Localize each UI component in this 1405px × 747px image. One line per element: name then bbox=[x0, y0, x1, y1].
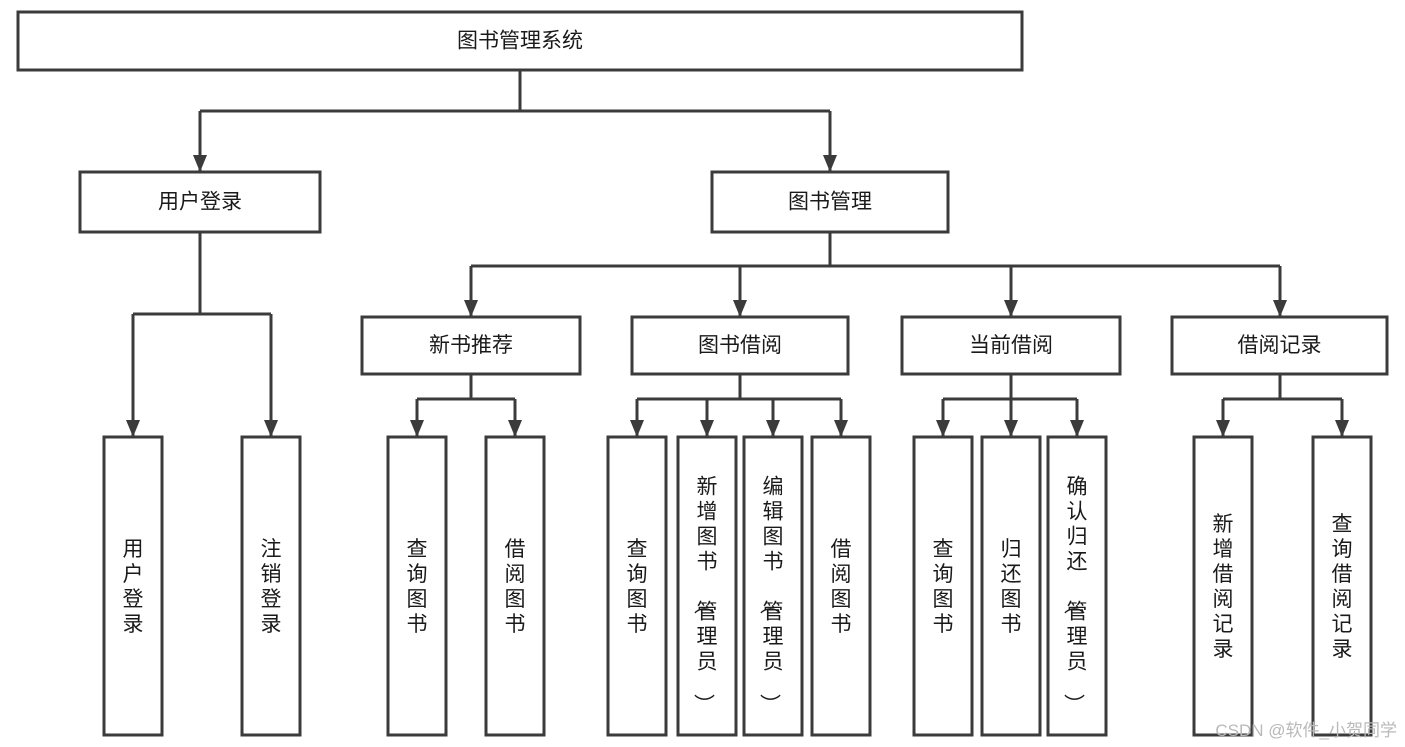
node-box bbox=[1192, 435, 1254, 737]
edge-arrow-icon bbox=[1273, 300, 1287, 317]
node-leaf-add-record[interactable]: 新增借阅记录 bbox=[1192, 435, 1254, 737]
node-box bbox=[484, 435, 546, 737]
node-label: 借阅图书 bbox=[831, 538, 852, 636]
node-label: 新增借阅记录 bbox=[1213, 513, 1234, 661]
node-leaf-user-logout[interactable]: 注销登录 bbox=[240, 435, 302, 737]
edge-arrow-icon bbox=[700, 420, 714, 437]
node-box bbox=[912, 435, 974, 737]
node-leaf-query-book-1[interactable]: 查询图书 bbox=[386, 435, 448, 737]
node-box bbox=[386, 435, 448, 737]
node-label: 查询图书 bbox=[627, 538, 648, 636]
node-leaf-borrow-book-2[interactable]: 借阅图书 bbox=[810, 435, 872, 737]
node-box bbox=[742, 435, 804, 737]
edge-arrow-icon bbox=[834, 420, 848, 437]
node-box bbox=[360, 315, 582, 376]
node-label: 归还图书 bbox=[1001, 538, 1022, 636]
node-box bbox=[710, 170, 950, 234]
node-box bbox=[980, 435, 1042, 737]
node-label: 查询借阅记录 bbox=[1332, 513, 1353, 661]
node-new-book-recommend[interactable]: 新书推荐 bbox=[360, 315, 582, 376]
node-box bbox=[1311, 435, 1373, 737]
node-label: 图书管理系统 bbox=[457, 30, 583, 53]
node-label: 用户登录 bbox=[158, 191, 242, 214]
node-user-login[interactable]: 用户登录 bbox=[78, 170, 322, 234]
node-label: 确认归还（管理员） bbox=[1062, 476, 1088, 715]
node-leaf-user-login[interactable]: 用户登录 bbox=[102, 435, 164, 737]
node-leaf-borrow-book-1[interactable]: 借阅图书 bbox=[484, 435, 546, 737]
node-label: 查询图书 bbox=[407, 538, 428, 636]
node-box bbox=[1170, 315, 1389, 376]
edge-arrow-icon bbox=[264, 420, 278, 437]
edge-arrow-icon bbox=[823, 155, 837, 172]
node-leaf-edit-book[interactable]: 编辑图书（管理员） bbox=[742, 435, 804, 737]
node-box bbox=[102, 435, 164, 737]
node-box bbox=[1046, 435, 1108, 737]
edge-arrow-icon bbox=[1070, 420, 1084, 437]
node-leaf-query-book-3[interactable]: 查询图书 bbox=[912, 435, 974, 737]
node-box bbox=[78, 170, 322, 234]
node-box bbox=[810, 435, 872, 737]
node-leaf-confirm-return[interactable]: 确认归还（管理员） bbox=[1046, 435, 1108, 737]
edge-arrow-icon bbox=[1335, 420, 1349, 437]
node-label: 编辑图书（管理员） bbox=[758, 476, 784, 715]
edge-arrow-icon bbox=[464, 300, 478, 317]
edge-arrow-icon bbox=[733, 300, 747, 317]
node-current-borrow[interactable]: 当前借阅 bbox=[900, 315, 1122, 376]
node-label: 图书借阅 bbox=[698, 334, 782, 357]
node-label: 图书管理 bbox=[788, 191, 872, 214]
node-box bbox=[606, 435, 668, 737]
node-label: 查询图书 bbox=[933, 538, 954, 636]
edge-arrow-icon bbox=[126, 420, 140, 437]
node-label: 当前借阅 bbox=[969, 334, 1053, 357]
node-book-manage[interactable]: 图书管理 bbox=[710, 170, 950, 234]
node-leaf-add-book[interactable]: 新增图书（管理员） bbox=[676, 435, 738, 737]
node-label: 新书推荐 bbox=[429, 334, 513, 357]
node-box bbox=[240, 435, 302, 737]
edge-arrow-icon bbox=[410, 420, 424, 437]
node-box bbox=[900, 315, 1122, 376]
edge-arrow-icon bbox=[1004, 420, 1018, 437]
node-box bbox=[676, 435, 738, 737]
node-leaf-query-record[interactable]: 查询借阅记录 bbox=[1311, 435, 1373, 737]
edge-arrow-icon bbox=[936, 420, 950, 437]
node-label: 用户登录 bbox=[123, 538, 144, 636]
node-label: 借阅记录 bbox=[1238, 334, 1322, 357]
edge-arrow-icon bbox=[193, 155, 207, 172]
node-box bbox=[16, 10, 1024, 72]
node-label: 借阅图书 bbox=[505, 538, 526, 636]
node-borrow-records[interactable]: 借阅记录 bbox=[1170, 315, 1389, 376]
edge-arrow-icon bbox=[630, 420, 644, 437]
edge-arrow-icon bbox=[1216, 420, 1230, 437]
edge-arrow-icon bbox=[766, 420, 780, 437]
node-leaf-query-book-2[interactable]: 查询图书 bbox=[606, 435, 668, 737]
node-root[interactable]: 图书管理系统 bbox=[16, 10, 1024, 72]
edge-arrow-icon bbox=[508, 420, 522, 437]
edge-arrow-icon bbox=[1004, 300, 1018, 317]
node-book-borrow[interactable]: 图书借阅 bbox=[630, 315, 850, 376]
node-box bbox=[630, 315, 850, 376]
node-label: 注销登录 bbox=[261, 538, 282, 636]
node-leaf-return-book[interactable]: 归还图书 bbox=[980, 435, 1042, 737]
node-label: 新增图书（管理员） bbox=[692, 476, 718, 715]
